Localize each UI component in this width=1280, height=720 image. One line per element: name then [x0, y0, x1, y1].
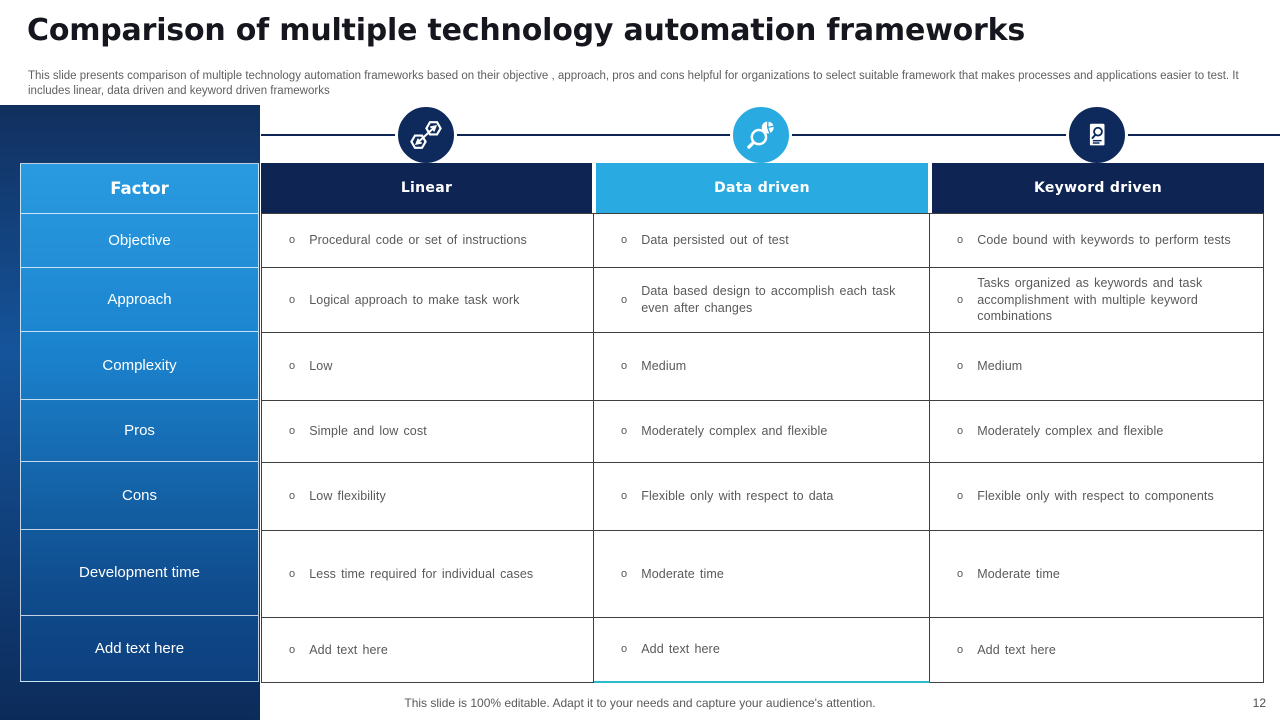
- bullet-icon: o: [621, 643, 628, 656]
- bullet-icon: o: [289, 567, 296, 580]
- bullet-icon: o: [957, 425, 964, 438]
- search-pie-chart-icon: [730, 104, 792, 166]
- bullet-icon: o: [957, 234, 964, 247]
- slide-title: Comparison of multiple technology automa…: [27, 13, 1026, 48]
- bullet-icon: o: [957, 293, 964, 306]
- bullet-icon: o: [621, 234, 628, 247]
- document-search-icon: [1066, 104, 1128, 166]
- factor-header: Factor: [21, 164, 258, 214]
- bullet-icon: o: [957, 360, 964, 373]
- factor-row-objective: Objective: [21, 214, 258, 268]
- factor-row-complexity: Complexity: [21, 332, 258, 401]
- bullet-icon: o: [289, 293, 296, 306]
- column-header-keyword-driven: Keyword driven: [932, 163, 1264, 213]
- bullet-icon: o: [957, 490, 964, 503]
- hexagon-link-icon: [395, 104, 457, 166]
- factor-row-approach: Approach: [21, 268, 258, 333]
- factor-row-cons: Cons: [21, 462, 258, 530]
- factor-row-development-time: Development time: [21, 530, 258, 617]
- bullet-icon: o: [289, 234, 296, 247]
- bullet-icon: o: [621, 567, 628, 580]
- factor-row-pros: Pros: [21, 400, 258, 462]
- column-header-linear: Linear: [261, 163, 592, 213]
- bullet-icon: o: [957, 567, 964, 580]
- bullet-icon: o: [289, 360, 296, 373]
- factor-row-add-text: Add text here: [94, 640, 185, 658]
- column-header-data-driven: Data driven: [596, 163, 928, 213]
- bullet-icon: o: [289, 490, 296, 503]
- bullet-icon: o: [289, 643, 296, 656]
- bullet-icon: o: [621, 360, 628, 373]
- slide-subtitle: This slide presents comparison of multip…: [28, 70, 1239, 97]
- bullet-icon: o: [957, 643, 964, 656]
- editable-note: This slide is 100% editable. Adapt it to…: [404, 696, 876, 710]
- factor-column: Factor Objective Approach Complexity Pro…: [20, 163, 259, 682]
- bullet-icon: o: [621, 425, 628, 438]
- bullet-icon: o: [621, 490, 628, 503]
- page-number: 12: [1252, 696, 1266, 710]
- bullet-icon: o: [621, 293, 628, 306]
- bullet-icon: o: [289, 425, 296, 438]
